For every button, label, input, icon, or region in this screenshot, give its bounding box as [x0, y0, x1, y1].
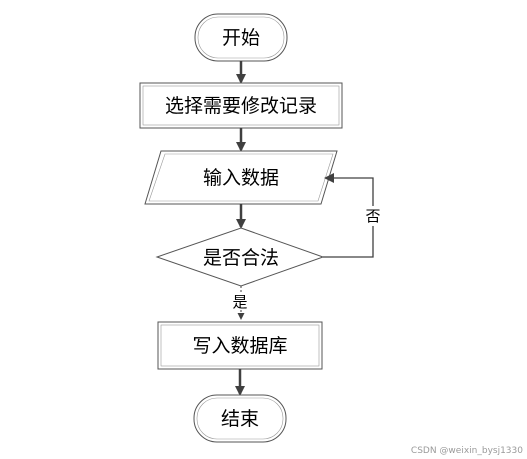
write-database-node: 写入数据库: [157, 321, 323, 370]
no-label: 否: [365, 207, 380, 225]
input-data-label: 输入数据: [203, 167, 279, 189]
decision-label: 是否合法: [203, 247, 279, 269]
validity-decision-node: 是否合法: [155, 227, 325, 287]
input-data-node: 输入数据: [144, 150, 338, 205]
select-record-node: 选择需要修改记录: [139, 82, 343, 129]
select-record-label: 选择需要修改记录: [165, 95, 317, 117]
yes-label: 是: [232, 293, 247, 311]
end-label: 结束: [221, 408, 259, 430]
start-node: 开始: [194, 13, 288, 62]
write-database-label: 写入数据库: [192, 335, 287, 357]
yes-label-bg: [230, 293, 250, 310]
no-label-bg: [364, 206, 382, 226]
watermark: CSDN @weixin_bysj1330: [411, 446, 523, 456]
start-label: 开始: [222, 27, 260, 49]
end-node: 结束: [193, 394, 287, 443]
